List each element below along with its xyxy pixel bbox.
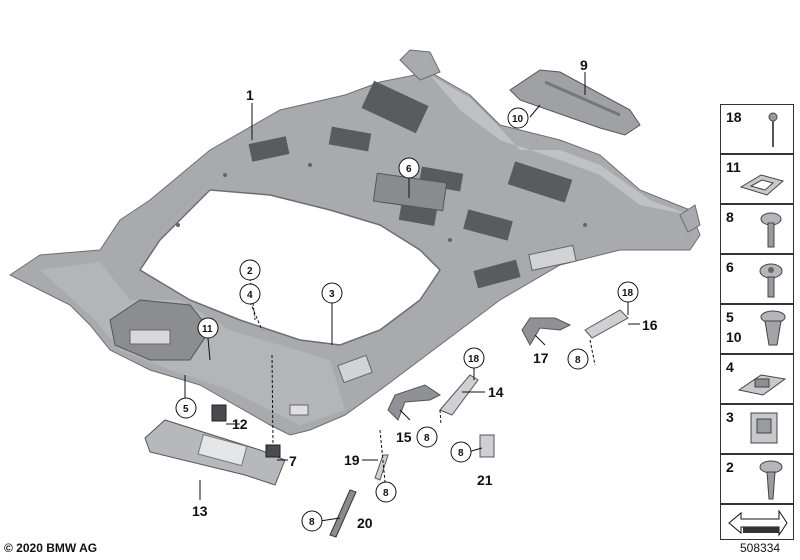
grab-handle-rear-part[interactable] <box>521 317 572 347</box>
part-label: 17 <box>533 350 549 366</box>
svg-text:11: 11 <box>202 324 213 335</box>
callout: 8 <box>375 481 397 503</box>
legend-cell: 8 <box>720 204 794 254</box>
svg-text:8: 8 <box>383 488 389 499</box>
svg-text:5: 5 <box>183 404 189 415</box>
callout: 2 <box>239 259 261 281</box>
document-id: 508334 <box>740 541 781 555</box>
part-label: 16 <box>642 317 658 333</box>
legend-cell <box>720 504 794 540</box>
callout: 8 <box>450 441 472 463</box>
bracket-16-part[interactable] <box>584 309 629 339</box>
legend-label: 6 <box>726 259 734 275</box>
svg-text:8: 8 <box>458 448 464 459</box>
svg-text:3: 3 <box>329 289 335 300</box>
callout: 10 <box>507 107 529 129</box>
legend-cell: 4 <box>720 354 794 404</box>
callout: 6 <box>398 157 420 179</box>
callout: 3 <box>321 282 343 304</box>
part-label: 14 <box>488 384 504 400</box>
part-label: 1 <box>246 87 254 103</box>
screw-washer-icon <box>760 212 782 248</box>
part-number-labels: 1 9 12 7 13 14 15 16 17 19 20 21 <box>192 57 658 531</box>
part-label: 7 <box>289 453 297 469</box>
callout: 11 <box>197 317 219 339</box>
torx-screw-icon <box>759 263 783 298</box>
part-label: 9 <box>580 57 588 73</box>
circled-callouts: 10 6 2 4 3 11 5 18 18 8 8 8 8 8 <box>175 107 639 532</box>
legend-cell: 18 <box>720 104 794 154</box>
svg-text:8: 8 <box>424 433 430 444</box>
callout: 18 <box>617 281 639 303</box>
legend-cell: 5 10 <box>720 304 794 354</box>
fastener-legend: 18 11 8 6 5 10 4 <box>720 104 794 540</box>
trim-clip-icon <box>737 374 787 396</box>
callout: 8 <box>567 348 589 370</box>
callout: 8 <box>416 426 438 448</box>
legend-label: 8 <box>726 209 734 225</box>
callout: 8 <box>301 510 323 532</box>
sun-visor-part[interactable] <box>144 419 286 486</box>
legend-label: 4 <box>726 359 734 375</box>
headliner-part[interactable] <box>9 49 701 436</box>
legend-label: 10 <box>726 329 742 345</box>
callout: 4 <box>239 283 261 305</box>
part-label: 13 <box>192 503 208 519</box>
clip-part[interactable] <box>265 444 281 458</box>
part-label: 19 <box>344 452 360 468</box>
svg-text:8: 8 <box>575 355 581 366</box>
svg-text:6: 6 <box>406 164 412 175</box>
copyright-text: © 2020 BMW AG <box>4 541 98 555</box>
legend-cell: 2 <box>720 454 794 504</box>
arrow-marker-icon <box>728 509 788 537</box>
svg-text:2: 2 <box>247 266 253 277</box>
part-label: 21 <box>477 472 493 488</box>
bracket-14-part[interactable] <box>439 374 479 416</box>
legend-cell: 11 <box>720 154 794 204</box>
svg-text:4: 4 <box>247 290 253 301</box>
rear-cover-part[interactable] <box>509 69 641 136</box>
legend-label: 2 <box>726 459 734 475</box>
legend-label: 11 <box>726 159 741 175</box>
callout: 18 <box>463 347 485 369</box>
grab-handle-part[interactable] <box>387 384 441 421</box>
legend-cell: 6 <box>720 254 794 304</box>
svg-text:18: 18 <box>468 354 480 365</box>
bracket-19-part[interactable] <box>374 454 389 481</box>
visor-holder-part[interactable] <box>211 404 227 422</box>
part-label: 15 <box>396 429 412 445</box>
part-label: 20 <box>357 515 373 531</box>
svg-text:10: 10 <box>512 114 524 125</box>
bracket-20-part[interactable] <box>329 489 357 538</box>
plate-21-part[interactable] <box>479 434 495 458</box>
svg-text:18: 18 <box>622 288 634 299</box>
tapping-screw-icon <box>759 460 783 500</box>
legend-label: 5 <box>726 309 734 325</box>
svg-text:8: 8 <box>309 517 315 528</box>
frame-clip-icon <box>739 174 785 196</box>
sunroof-opening <box>138 189 441 346</box>
part-label: 12 <box>232 416 248 432</box>
pin-fastener-icon <box>768 112 778 147</box>
legend-label: 3 <box>726 409 734 425</box>
legend-label: 18 <box>726 109 742 125</box>
expanding-rivet-icon <box>760 310 786 346</box>
callout: 5 <box>175 397 197 419</box>
spring-clip-icon <box>750 412 778 444</box>
legend-cell: 3 <box>720 404 794 454</box>
